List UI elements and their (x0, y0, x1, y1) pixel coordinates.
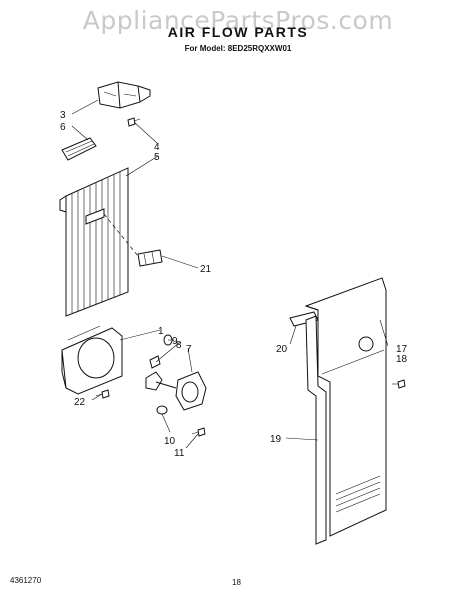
callout-19: 19 (270, 434, 282, 445)
part-18-screw (392, 379, 406, 389)
part-22-screw (95, 389, 110, 399)
callout-18: 18 (396, 354, 408, 365)
part-17-evaporator-cover (304, 277, 387, 537)
part-19-side-panel (305, 315, 327, 545)
callout-1: 1 (158, 326, 164, 337)
page-number: 18 (232, 578, 241, 587)
part-5-air-flow-cover (59, 167, 129, 317)
callout-5: 5 (154, 152, 160, 163)
part-10-grommet (156, 405, 168, 415)
callout-17: 17 (396, 344, 408, 355)
part-4-screw (127, 117, 141, 127)
watermark: AppliancePartsPros.com (82, 6, 394, 35)
callout-7: 7 (186, 344, 192, 355)
page-title: AIR FLOW PARTS (167, 24, 309, 40)
document-code: 4361270 (10, 576, 42, 585)
part-1-fan-shroud (61, 325, 123, 395)
part-6-damper (61, 137, 97, 161)
part-11-screw (191, 427, 206, 437)
callout-3: 3 (60, 110, 66, 121)
callout-11: 11 (174, 448, 185, 459)
part-3-air-duct (97, 81, 151, 109)
part-8-bracket (149, 355, 161, 369)
callout-4: 4 (154, 142, 160, 153)
callout-8: 8 (176, 340, 182, 351)
model-number: For Model: 8ED25RQXXW01 (184, 44, 292, 53)
callout-21: 21 (200, 264, 212, 275)
callout-6: 6 (60, 122, 66, 133)
callout-20: 20 (276, 344, 288, 355)
callout-22: 22 (74, 397, 86, 408)
callout-9: 9 (172, 336, 178, 347)
leader-lines (71, 99, 389, 449)
callout-10: 10 (164, 436, 176, 447)
part-7-fan-motor (145, 371, 207, 411)
part-21-clip (103, 213, 163, 267)
